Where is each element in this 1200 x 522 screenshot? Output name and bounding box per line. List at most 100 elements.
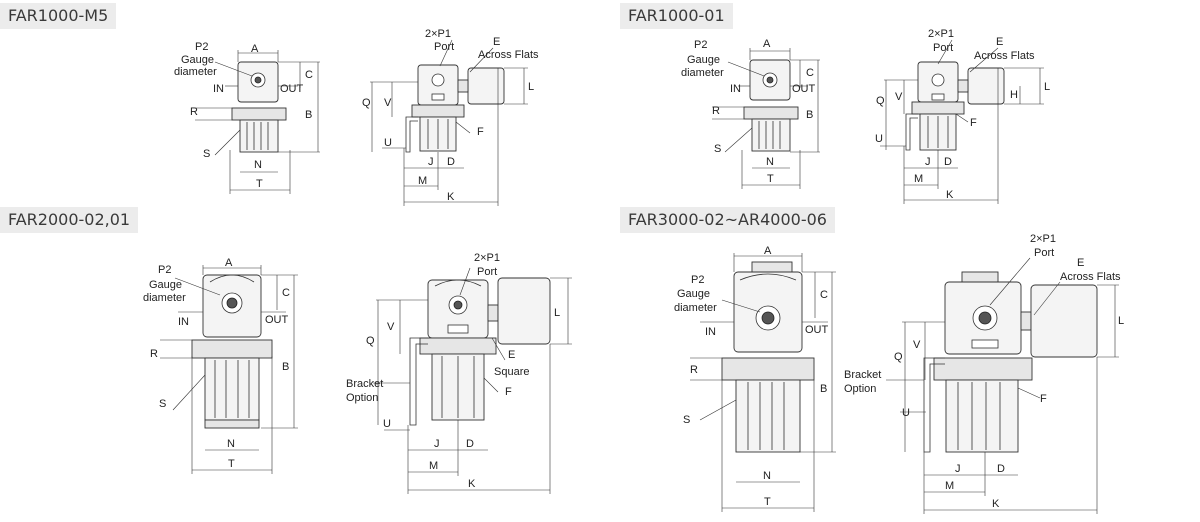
far3000-dim-t: T [764, 496, 771, 508]
far1000-m5-dim-j: J [428, 156, 434, 168]
far2000-out-label: OUT [265, 314, 289, 326]
far3000-dim-q: Q [894, 351, 903, 363]
far1000-01-dim-q: Q [876, 95, 885, 107]
far1000-01-diameter-label: diameter [681, 67, 724, 79]
far3000-dim-f: F [1040, 393, 1047, 405]
far3000-dim-u: U [902, 407, 910, 419]
far2000-square-label: Square [494, 366, 529, 378]
far2000-diameter-label: diameter [143, 292, 186, 304]
far2000-port-label: Port [477, 266, 497, 278]
far1000-01-dim-b: B [806, 109, 813, 121]
far1000-m5-dim-d: D [447, 156, 455, 168]
far3000-side-view: 2×P1 Port E Across Flats L Q V F Bracket… [844, 233, 1124, 514]
far2000-side-view: 2×P1 Port E Square L Q V F Bracket Optio… [346, 252, 572, 494]
far1000-01-dim-k: K [946, 189, 954, 201]
far2000-dim-v: V [387, 321, 395, 333]
far2000-gauge-label: Gauge [149, 279, 182, 291]
far3000-out-label: OUT [805, 324, 829, 336]
model-title-far2000-02-01: FAR2000-02,01 [0, 207, 139, 233]
far1000-m5-dim-b: B [305, 109, 312, 121]
far2000-dim-s: S [159, 398, 166, 410]
far2000-dim-j: J [434, 438, 440, 450]
far1000-01-across-flats: Across Flats [974, 50, 1035, 62]
model-title-far1000-m5: FAR1000-M5 [0, 3, 117, 29]
far2000-dim-c: C [282, 287, 290, 299]
far1000-m5-in-label: IN [213, 83, 224, 95]
far2000-dim-r: R [150, 348, 158, 360]
far2000-dim-q: Q [366, 335, 375, 347]
far1000-m5-port-count: 2×P1 [425, 28, 451, 40]
far1000-01-dim-c: C [806, 67, 814, 79]
far3000-gauge-label: Gauge [677, 288, 710, 300]
far3000-across-flats: Across Flats [1060, 271, 1121, 283]
far3000-bracket-label: Bracket [844, 369, 881, 381]
far3000-dim-n: N [763, 470, 771, 482]
far1000-m5-dim-t: T [256, 178, 263, 190]
far2000-dim-l: L [554, 307, 560, 319]
far3000-in-label: IN [705, 326, 716, 338]
far1000-01-dim-l: L [1044, 81, 1050, 93]
far1000-m5-side-view: 2×P1 Port E Across Flats L Q V F U J D M… [362, 28, 539, 206]
far2000-port-count: 2×P1 [474, 252, 500, 264]
far1000-m5-e-label: E [493, 36, 500, 48]
far3000-dim-c: C [820, 289, 828, 301]
far1000-m5-dim-f: F [477, 126, 484, 138]
far1000-m5-gauge-label: Gauge [181, 54, 214, 66]
far2000-p2-label: P2 [158, 264, 171, 276]
far2000-dim-u: U [383, 418, 391, 430]
far2000-option-label: Option [346, 392, 378, 404]
far2000-front-view: A P2 Gauge diameter IN OUT C B R S N T [143, 257, 298, 474]
far2000-dim-t: T [228, 458, 235, 470]
far1000-m5-dim-k: K [447, 191, 455, 203]
far1000-01-port-count: 2×P1 [928, 28, 954, 40]
far2000-dim-k: K [468, 478, 476, 490]
far1000-01-side-view: 2×P1 Port E Across Flats H L Q V F U J D… [875, 28, 1050, 204]
far1000-01-port-label: Port [933, 42, 953, 54]
far3000-dim-a: A [764, 245, 772, 257]
far1000-m5-diameter-label: diameter [174, 66, 217, 78]
far1000-01-dim-t: T [767, 173, 774, 185]
far1000-01-dim-j: J [925, 156, 931, 168]
far3000-dim-r: R [690, 364, 698, 376]
far1000-m5-dim-a: A [251, 43, 259, 55]
far3000-dim-d: D [997, 463, 1005, 475]
far2000-dim-m: M [429, 460, 438, 472]
far1000-m5-dim-l: L [528, 81, 534, 93]
far1000-01-dim-f: F [970, 117, 977, 129]
far1000-m5-front-view: A P2 Gauge diameter IN OUT C B R S N T [174, 41, 320, 194]
far1000-m5-dim-v: V [384, 97, 392, 109]
far3000-p2-label: P2 [691, 274, 704, 286]
far1000-m5-dim-q: Q [362, 97, 371, 109]
far1000-01-e-label: E [996, 36, 1003, 48]
far1000-01-p2-label: P2 [694, 39, 707, 51]
far3000-dim-v: V [913, 339, 921, 351]
far3000-dim-k: K [992, 498, 1000, 510]
far1000-01-dim-m: M [914, 173, 923, 185]
far1000-01-dim-r: R [712, 105, 720, 117]
far3000-dim-m: M [945, 480, 954, 492]
far3000-dim-j: J [955, 463, 961, 475]
far1000-m5-dim-c: C [305, 69, 313, 81]
far1000-m5-out-label: OUT [280, 83, 304, 95]
far2000-dim-n: N [227, 438, 235, 450]
far3000-dim-l: L [1118, 315, 1124, 327]
far1000-m5-dim-m: M [418, 175, 427, 187]
model-title-far1000-01: FAR1000-01 [620, 3, 733, 29]
far1000-01-dim-d: D [944, 156, 952, 168]
far1000-01-front-view: A P2 Gauge diameter IN OUT C B R S N T [681, 38, 820, 189]
far3000-e-label: E [1077, 257, 1084, 269]
far1000-01-dim-u: U [875, 133, 883, 145]
far1000-01-dim-n: N [766, 156, 774, 168]
far3000-port-count: 2×P1 [1030, 233, 1056, 245]
far2000-bracket-label: Bracket [346, 378, 383, 390]
far1000-01-dim-a: A [763, 38, 771, 50]
far1000-m5-dim-n: N [254, 159, 262, 171]
far3000-dim-b: B [820, 383, 827, 395]
far1000-01-dim-h: H [1010, 89, 1018, 101]
far2000-in-label: IN [178, 316, 189, 328]
far3000-option-label: Option [844, 383, 876, 395]
far1000-m5-p2-label: P2 [195, 41, 208, 53]
far2000-dim-b: B [282, 361, 289, 373]
far1000-m5-port-label: Port [434, 41, 454, 53]
